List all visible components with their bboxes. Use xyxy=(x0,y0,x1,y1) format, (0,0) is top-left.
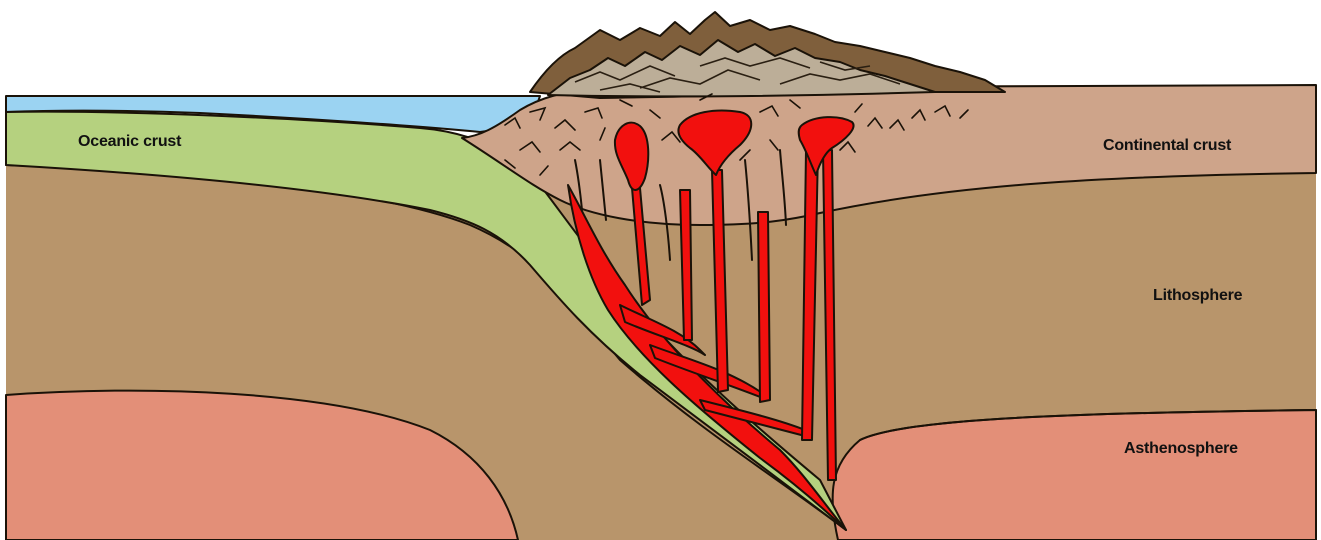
oceanic-crust-label: Oceanic crust xyxy=(78,133,181,151)
magma-dyke-4 xyxy=(758,212,770,402)
continental-crust-label: Continental crust xyxy=(1103,137,1231,155)
asthenosphere-right xyxy=(833,410,1316,540)
asthenosphere-label: Asthenosphere xyxy=(1124,440,1238,458)
lithosphere-label: Lithosphere xyxy=(1153,287,1242,305)
